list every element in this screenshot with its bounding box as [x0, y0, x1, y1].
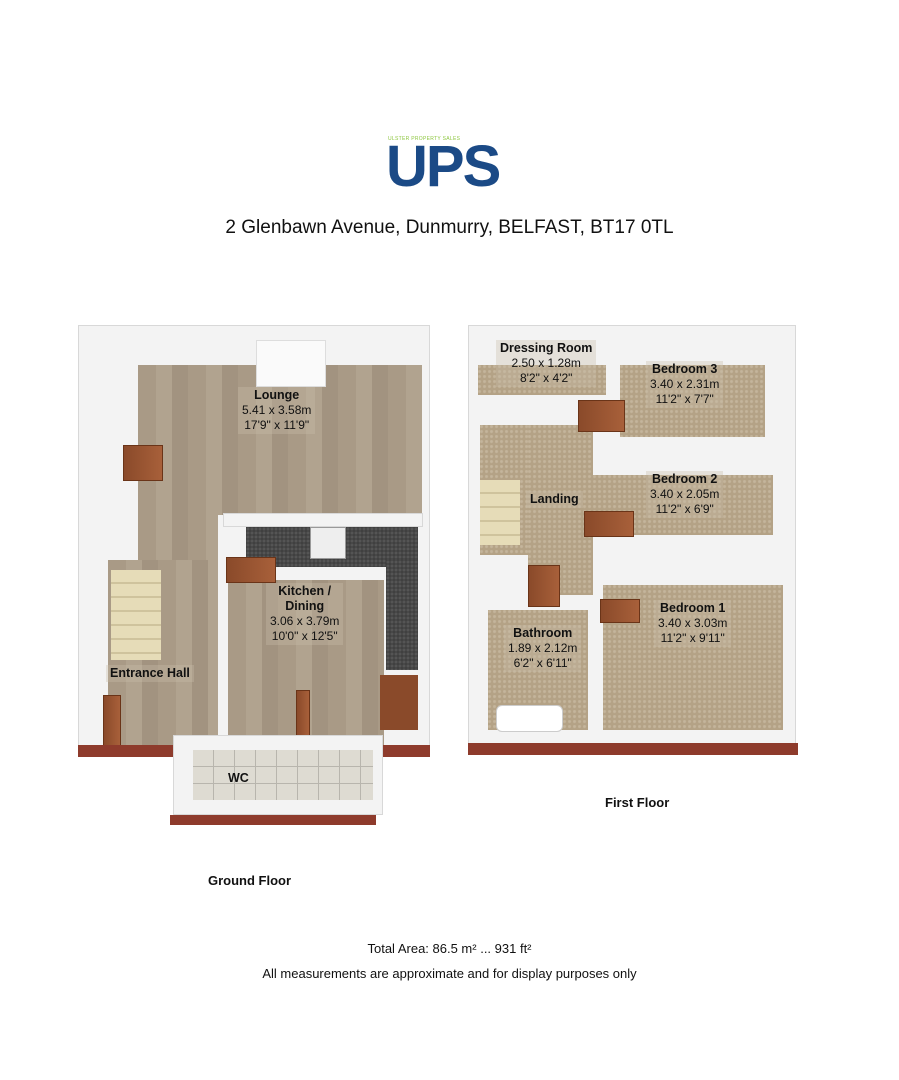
door[interactable]: [528, 565, 560, 607]
dressing-room-floor: [478, 365, 606, 395]
door[interactable]: [226, 557, 276, 583]
bedroom-3-floor: [620, 365, 765, 437]
total-area: Total Area: 86.5 m² ... 931 ft²: [367, 941, 532, 956]
room-label-entrance-hall: Entrance Hall: [106, 665, 194, 682]
stairs: [480, 480, 520, 545]
room-label-bedroom-2: Bedroom 2 3.40 x 2.05m 11'2" x 6'9": [646, 471, 724, 518]
disclaimer: All measurements are approximate and for…: [262, 966, 637, 981]
room-label-bathroom: Bathroom 1.89 x 2.12m 6'2" x 6'11": [504, 625, 582, 672]
hob: [310, 527, 346, 559]
door[interactable]: [103, 695, 121, 747]
door[interactable]: [578, 400, 625, 432]
ups-logo: ULSTER PROPERTY SALES UPS: [386, 136, 526, 196]
first-floor-plan: Dressing Room 2.50 x 1.28m 8'2" x 4'2" B…: [468, 325, 798, 760]
room-label-wc: WC: [228, 771, 249, 785]
door[interactable]: [123, 445, 163, 481]
stairs: [111, 570, 161, 660]
door[interactable]: [600, 599, 640, 623]
door[interactable]: [584, 511, 634, 537]
logo-tagline: ULSTER PROPERTY SALES: [388, 136, 461, 142]
room-label-lounge: Lounge 5.41 x 3.58m 17'9" x 11'9": [238, 387, 316, 434]
logo-text: UPS: [386, 134, 501, 199]
room-label-landing: Landing: [526, 491, 583, 508]
first-floor-caption: First Floor: [605, 795, 670, 810]
room-label-dressing-room: Dressing Room 2.50 x 1.28m 8'2" x 4'2": [496, 340, 597, 387]
room-label-kitchen-dining: Kitchen / Dining 3.06 x 3.79m 10'0" x 12…: [266, 583, 344, 645]
wc-floor: [193, 750, 373, 800]
bath: [496, 705, 563, 732]
room-label-bedroom-1: Bedroom 1 3.40 x 3.03m 11'2" x 9'11": [654, 600, 732, 647]
property-address: 2 Glenbawn Avenue, Dunmurry, BELFAST, BT…: [225, 217, 674, 238]
ground-floor-plan: Lounge 5.41 x 3.58m 17'9" x 11'9" Kitche…: [78, 325, 433, 835]
room-label-bedroom-3: Bedroom 3 3.40 x 2.31m 11'2" x 7'7": [646, 361, 724, 408]
ground-floor-caption: Ground Floor: [208, 873, 292, 888]
